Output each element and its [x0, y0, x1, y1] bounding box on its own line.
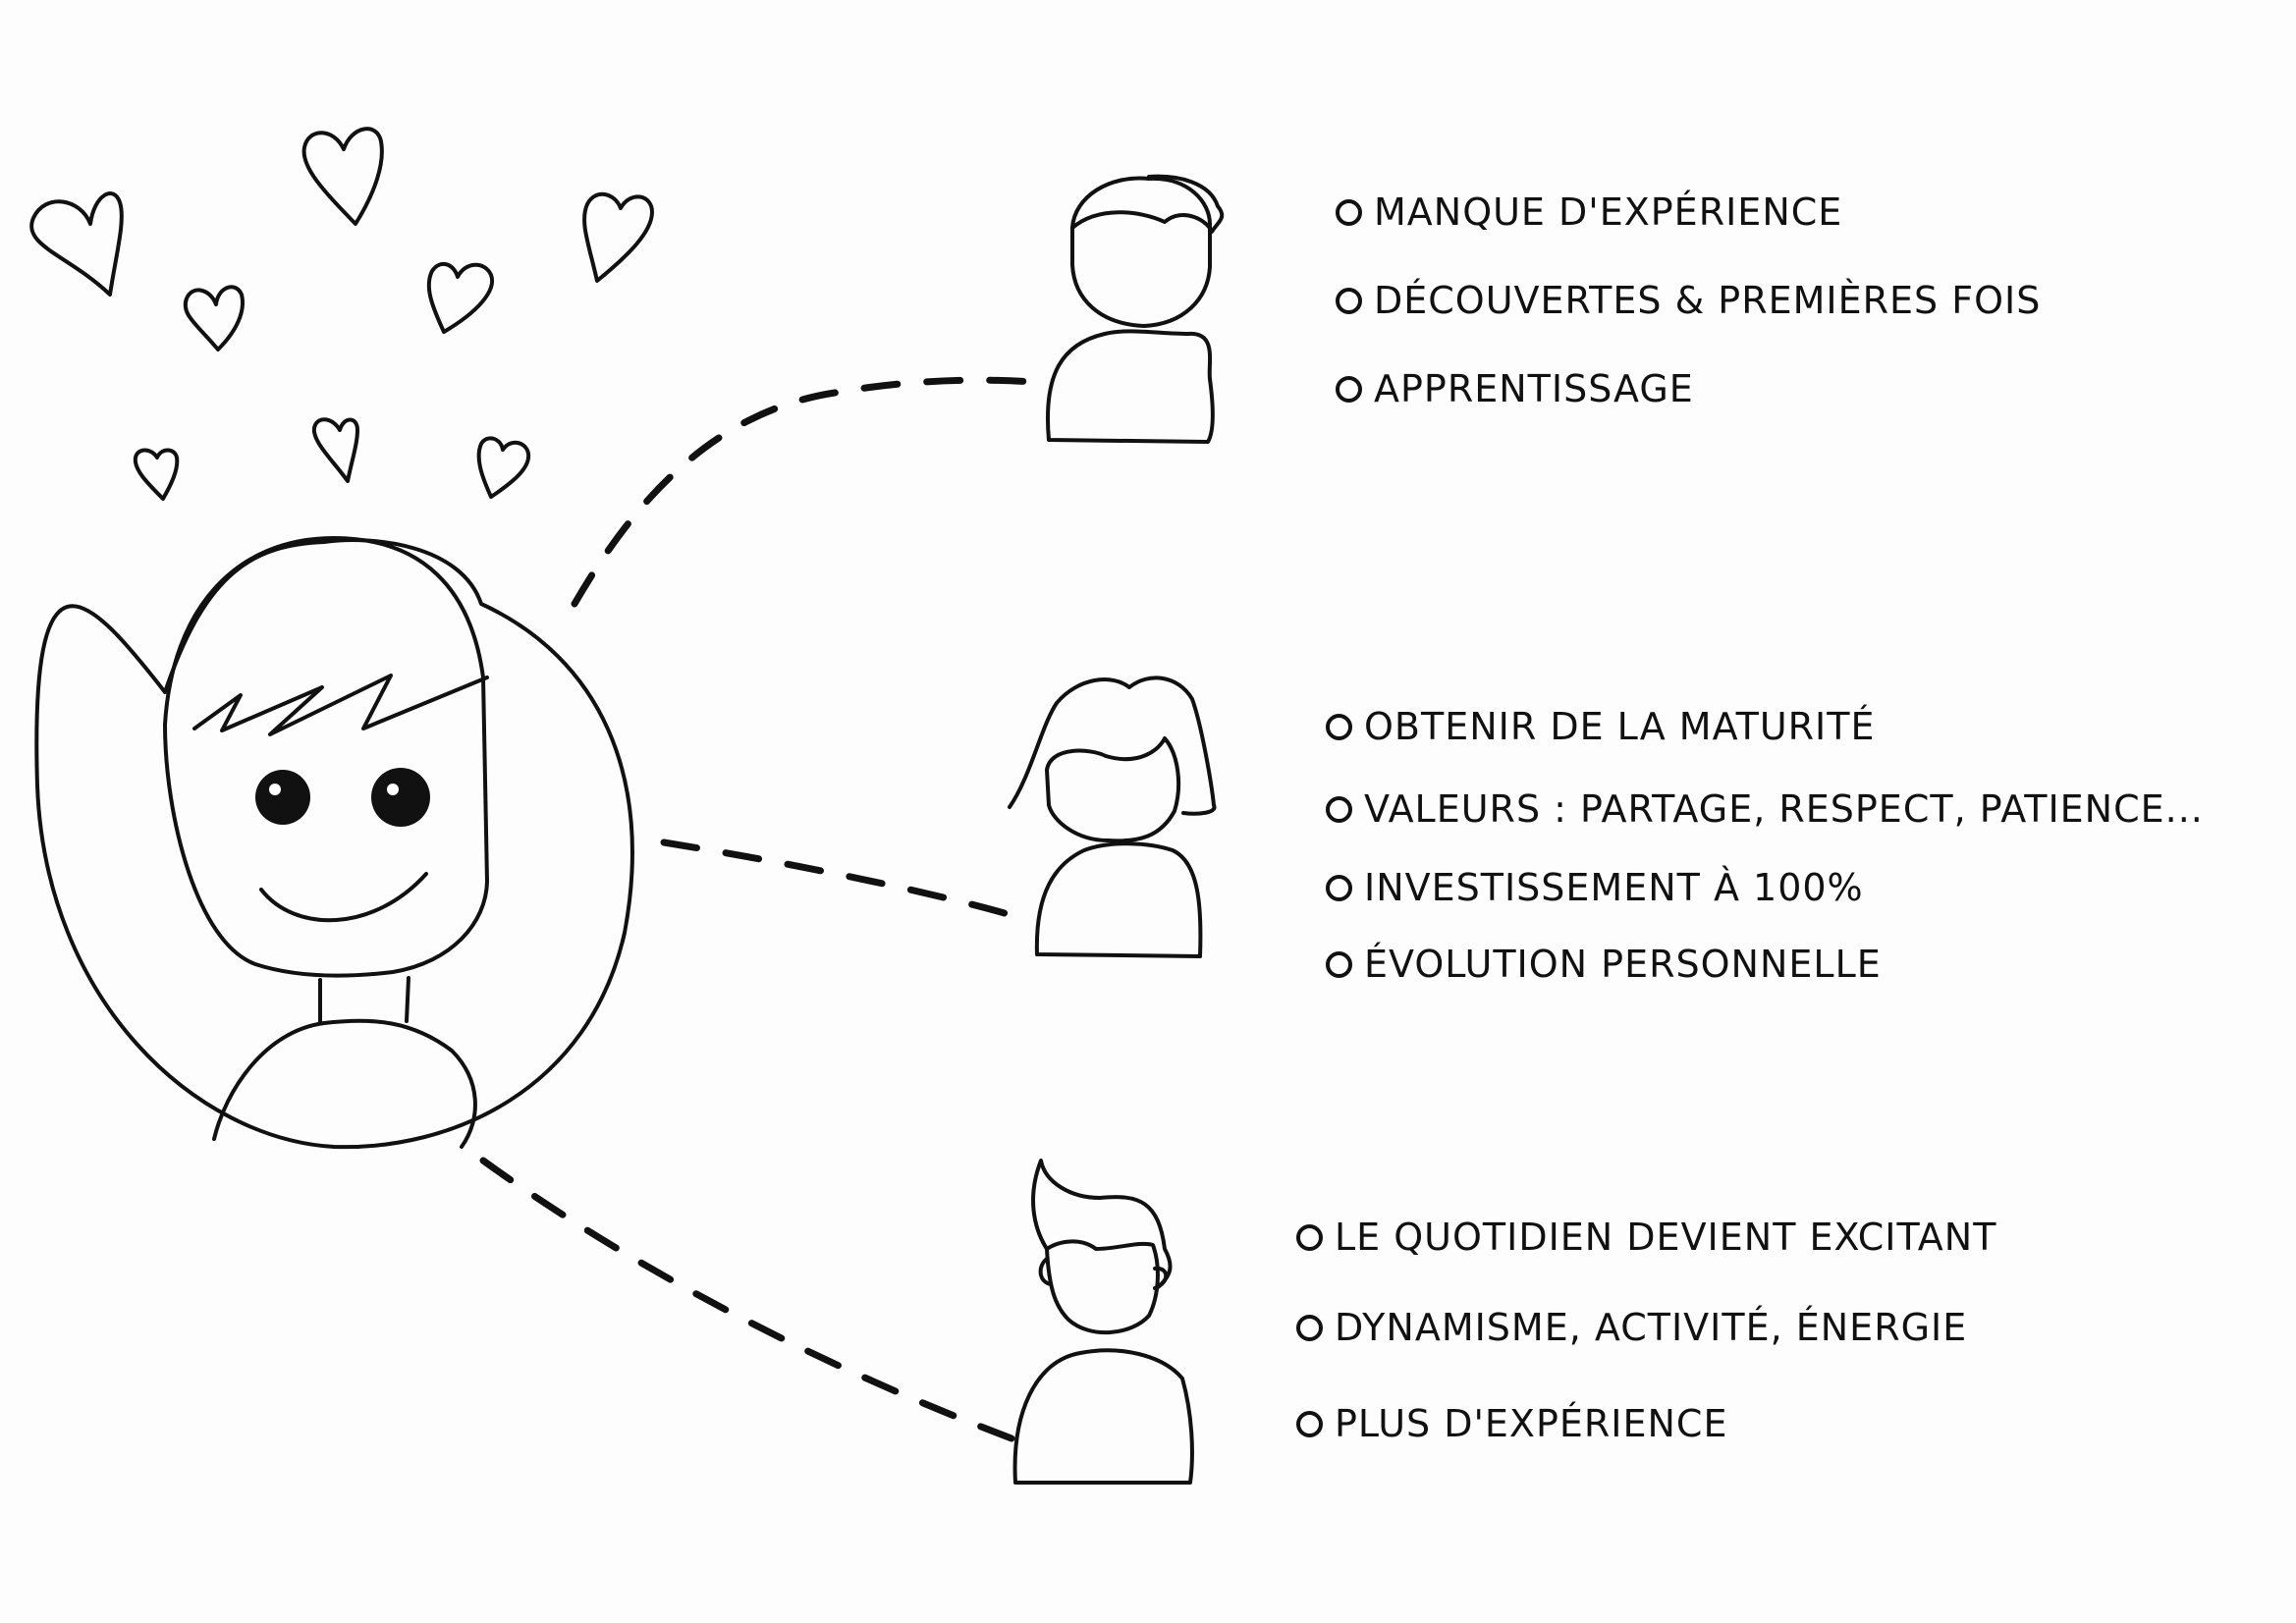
- bullet-icon: [1326, 950, 1352, 978]
- bullet-icon: [1296, 1410, 1323, 1437]
- list-item-text: MANQUE D'EXPÉRIENCE: [1374, 190, 1843, 234]
- older-man-ear-left: [1038, 1257, 1053, 1286]
- heart-icon: [183, 285, 245, 352]
- bullet-icon: [1336, 198, 1362, 226]
- list-item: ÉVOLUTION PERSONNELLE: [1326, 943, 1882, 986]
- connector-middle: [660, 839, 1035, 925]
- list-item: APPRENTISSAGE: [1336, 367, 1694, 410]
- list-item: PLUS D'EXPÉRIENCE: [1296, 1402, 1727, 1445]
- older-man-figure: [1012, 1159, 1194, 1485]
- bullet-icon: [1326, 713, 1352, 740]
- list-item-text: ÉVOLUTION PERSONNELLE: [1364, 943, 1882, 986]
- heart-icon: [476, 436, 531, 499]
- list-item-text: OBTENIR DE LA MATURITÉ: [1364, 705, 1876, 748]
- young-man-head: [1070, 176, 1212, 328]
- list-item-text: LE QUOTIDIEN DEVIENT EXCITANT: [1335, 1216, 1997, 1259]
- smile: [259, 872, 428, 923]
- heart-icon: [311, 417, 359, 483]
- avatar-outline: [34, 538, 634, 1150]
- right-eye: [371, 768, 430, 827]
- bangs: [192, 674, 489, 736]
- hair-outline: [163, 536, 489, 884]
- neck: [318, 976, 410, 1023]
- young-man-body: [1046, 329, 1215, 444]
- list-item: INVESTISSEMENT À 100%: [1326, 866, 1864, 909]
- bullet-icon: [1326, 795, 1352, 823]
- bullet-icon: [1296, 1314, 1323, 1341]
- connector-top: [571, 376, 1050, 608]
- woman-figure: [1008, 676, 1217, 958]
- older-man-hair: [1031, 1159, 1173, 1290]
- list-item: MANQUE D'EXPÉRIENCE: [1336, 190, 1842, 234]
- list-item: DÉCOUVERTES & PREMIÈRES FOIS: [1336, 279, 2041, 322]
- woman-face: [1045, 736, 1181, 843]
- list-item-text: DYNAMISME, ACTIVITÉ, ÉNERGIE: [1335, 1306, 1968, 1349]
- shoulders: [212, 1018, 477, 1149]
- heart-icon: [426, 261, 495, 334]
- older-man-head: [1045, 1239, 1160, 1334]
- bullet-icon: [1326, 874, 1352, 901]
- heart-icon: [301, 127, 384, 226]
- right-eye-glint: [387, 784, 399, 795]
- heart-icon: [133, 448, 180, 501]
- list-item-text: APPRENTISSAGE: [1374, 367, 1694, 410]
- bullet-icon: [1336, 287, 1362, 314]
- list-item: DYNAMISME, ACTIVITÉ, ÉNERGIE: [1296, 1306, 1967, 1349]
- woman-body: [1034, 841, 1203, 958]
- left-eye-glint: [269, 784, 281, 795]
- list-item: LE QUOTIDIEN DEVIENT EXCITANT: [1296, 1216, 1996, 1259]
- connector-bottom: [479, 1157, 1015, 1442]
- heart-icon: [582, 192, 654, 283]
- girl-avatar: [34, 536, 634, 1150]
- young-man-figure: [1046, 174, 1225, 444]
- list-item-text: PLUS D'EXPÉRIENCE: [1335, 1402, 1728, 1445]
- bullet-icon: [1336, 375, 1362, 403]
- woman-hair: [1008, 676, 1217, 816]
- older-man-body: [1012, 1348, 1194, 1485]
- older-man-ear-right: [1153, 1266, 1169, 1290]
- list-item-text: VALEURS : PARTAGE, RESPECT, PATIENCE...: [1364, 787, 2204, 831]
- left-eye: [255, 770, 310, 825]
- heart-icon: [29, 191, 124, 297]
- face-outline: [163, 723, 489, 978]
- list-item: VALEURS : PARTAGE, RESPECT, PATIENCE...: [1326, 787, 2204, 831]
- list-item-text: DÉCOUVERTES & PREMIÈRES FOIS: [1374, 279, 2042, 322]
- young-man-hair: [1070, 174, 1225, 234]
- list-item-text: INVESTISSEMENT À 100%: [1364, 866, 1864, 909]
- list-item: OBTENIR DE LA MATURITÉ: [1326, 705, 1875, 748]
- bullet-icon: [1296, 1223, 1323, 1251]
- hearts-group: [29, 127, 654, 501]
